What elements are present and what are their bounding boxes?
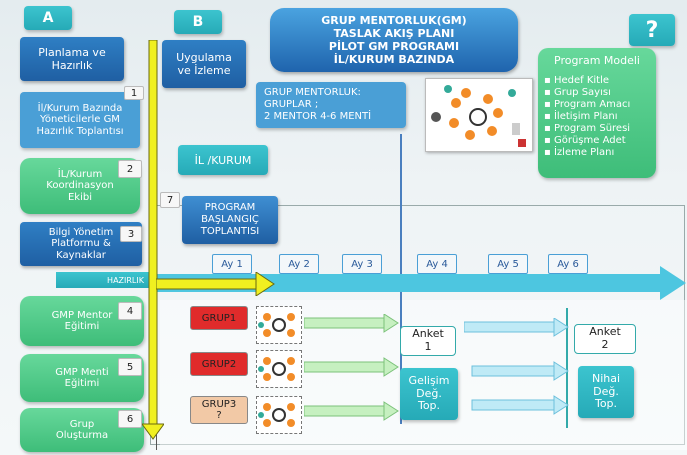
group-info-box: GRUP MENTORLUK: GRUPLAR ; 2 MENTOR 4-6 M… xyxy=(256,82,406,128)
program-model-title: Program Modeli xyxy=(554,54,640,67)
step-2-number: 2 xyxy=(118,160,142,178)
step-1-box: İl/Kurum Bazında Yöneticilerle GM Hazırl… xyxy=(20,92,140,148)
cyan-arrow-1 xyxy=(464,318,569,337)
final-eval-box: Nihai Değ. Top. xyxy=(578,366,634,418)
group-2-thumbnail xyxy=(256,350,302,388)
yellow-horizontal-arrow xyxy=(156,272,275,296)
step-7-number: 7 xyxy=(160,192,180,208)
divider-line-right xyxy=(566,308,568,428)
model-item-6: ▪ Görüşme Adet xyxy=(544,135,626,146)
model-item-1: ▪ Hedef Kitle xyxy=(544,75,610,86)
month-2: Ay 2 xyxy=(279,254,319,274)
implementation-box: Uygulama ve İzleme xyxy=(162,40,246,88)
development-eval-box: Gelişim Değ. Top. xyxy=(400,368,458,420)
green-arrow-3 xyxy=(304,401,399,421)
planning-box: Planlama ve Hazırlık xyxy=(20,37,124,81)
model-item-3: ▪ Program Amacı xyxy=(544,99,631,110)
step-1-number: 1 xyxy=(124,86,144,100)
step-4-box: GMP Mentor Eğitimi xyxy=(20,296,144,346)
month-6: Ay 6 xyxy=(548,254,588,274)
program-model-box: Program Modeli ▪ Hedef Kitle ▪ Grup Sayı… xyxy=(538,48,656,178)
model-thumbnail-graphic xyxy=(431,85,526,147)
group-2-box: GRUP2 xyxy=(190,352,248,376)
timeline-arrow xyxy=(150,266,686,300)
green-arrow-2 xyxy=(304,357,399,377)
group-3-graphic xyxy=(258,403,295,427)
group-3-box: GRUP3 ? xyxy=(190,396,248,424)
model-item-5: ▪ Program Süresi xyxy=(544,123,631,134)
month-4: Ay 4 xyxy=(417,254,457,274)
phase-a-badge: A xyxy=(24,6,72,30)
group-2-graphic xyxy=(258,357,295,381)
yellow-vertical-arrow xyxy=(142,40,164,440)
phase-b-badge: B xyxy=(174,10,222,34)
cyan-arrow-3 xyxy=(471,395,569,415)
group-1-thumbnail xyxy=(256,306,302,344)
step-4-number: 4 xyxy=(118,302,142,320)
cyan-arrows xyxy=(464,318,569,415)
step-6-number: 6 xyxy=(118,410,142,428)
month-3: Ay 3 xyxy=(342,254,382,274)
diagram-title: GRUP MENTORLUK(GM) TASLAK AKIŞ PLANI PİL… xyxy=(270,8,518,72)
month-5: Ay 5 xyxy=(488,254,528,274)
hazirlik-label: HAZIRLIK xyxy=(56,272,150,288)
survey-1-box: Anket 1 xyxy=(400,326,456,356)
model-item-4: ▪ İletişim Planı xyxy=(544,111,618,122)
green-arrows xyxy=(304,314,399,421)
step-5-number: 5 xyxy=(118,358,142,376)
step-3-number: 3 xyxy=(120,226,142,242)
group-1-box: GRUP1 xyxy=(190,306,248,330)
survey-2-box: Anket 2 xyxy=(574,324,636,354)
program-start-box: PROGRAM BAŞLANGIÇ TOPLANTISI xyxy=(182,196,278,244)
group-1-graphic xyxy=(258,313,295,337)
group-3-thumbnail xyxy=(256,396,302,434)
cyan-arrow-2 xyxy=(471,361,569,381)
model-item-2: ▪ Grup Sayısı xyxy=(544,87,611,98)
model-thumbnail xyxy=(425,78,533,152)
il-kurum-box: İL /KURUM xyxy=(178,145,268,175)
help-icon[interactable]: ? xyxy=(629,14,675,46)
step-5-box: GMP Menti Eğitimi xyxy=(20,354,144,402)
green-arrow-1 xyxy=(304,314,399,333)
model-item-7: ▪ İzleme Planı xyxy=(544,147,615,158)
month-1: Ay 1 xyxy=(212,254,252,274)
